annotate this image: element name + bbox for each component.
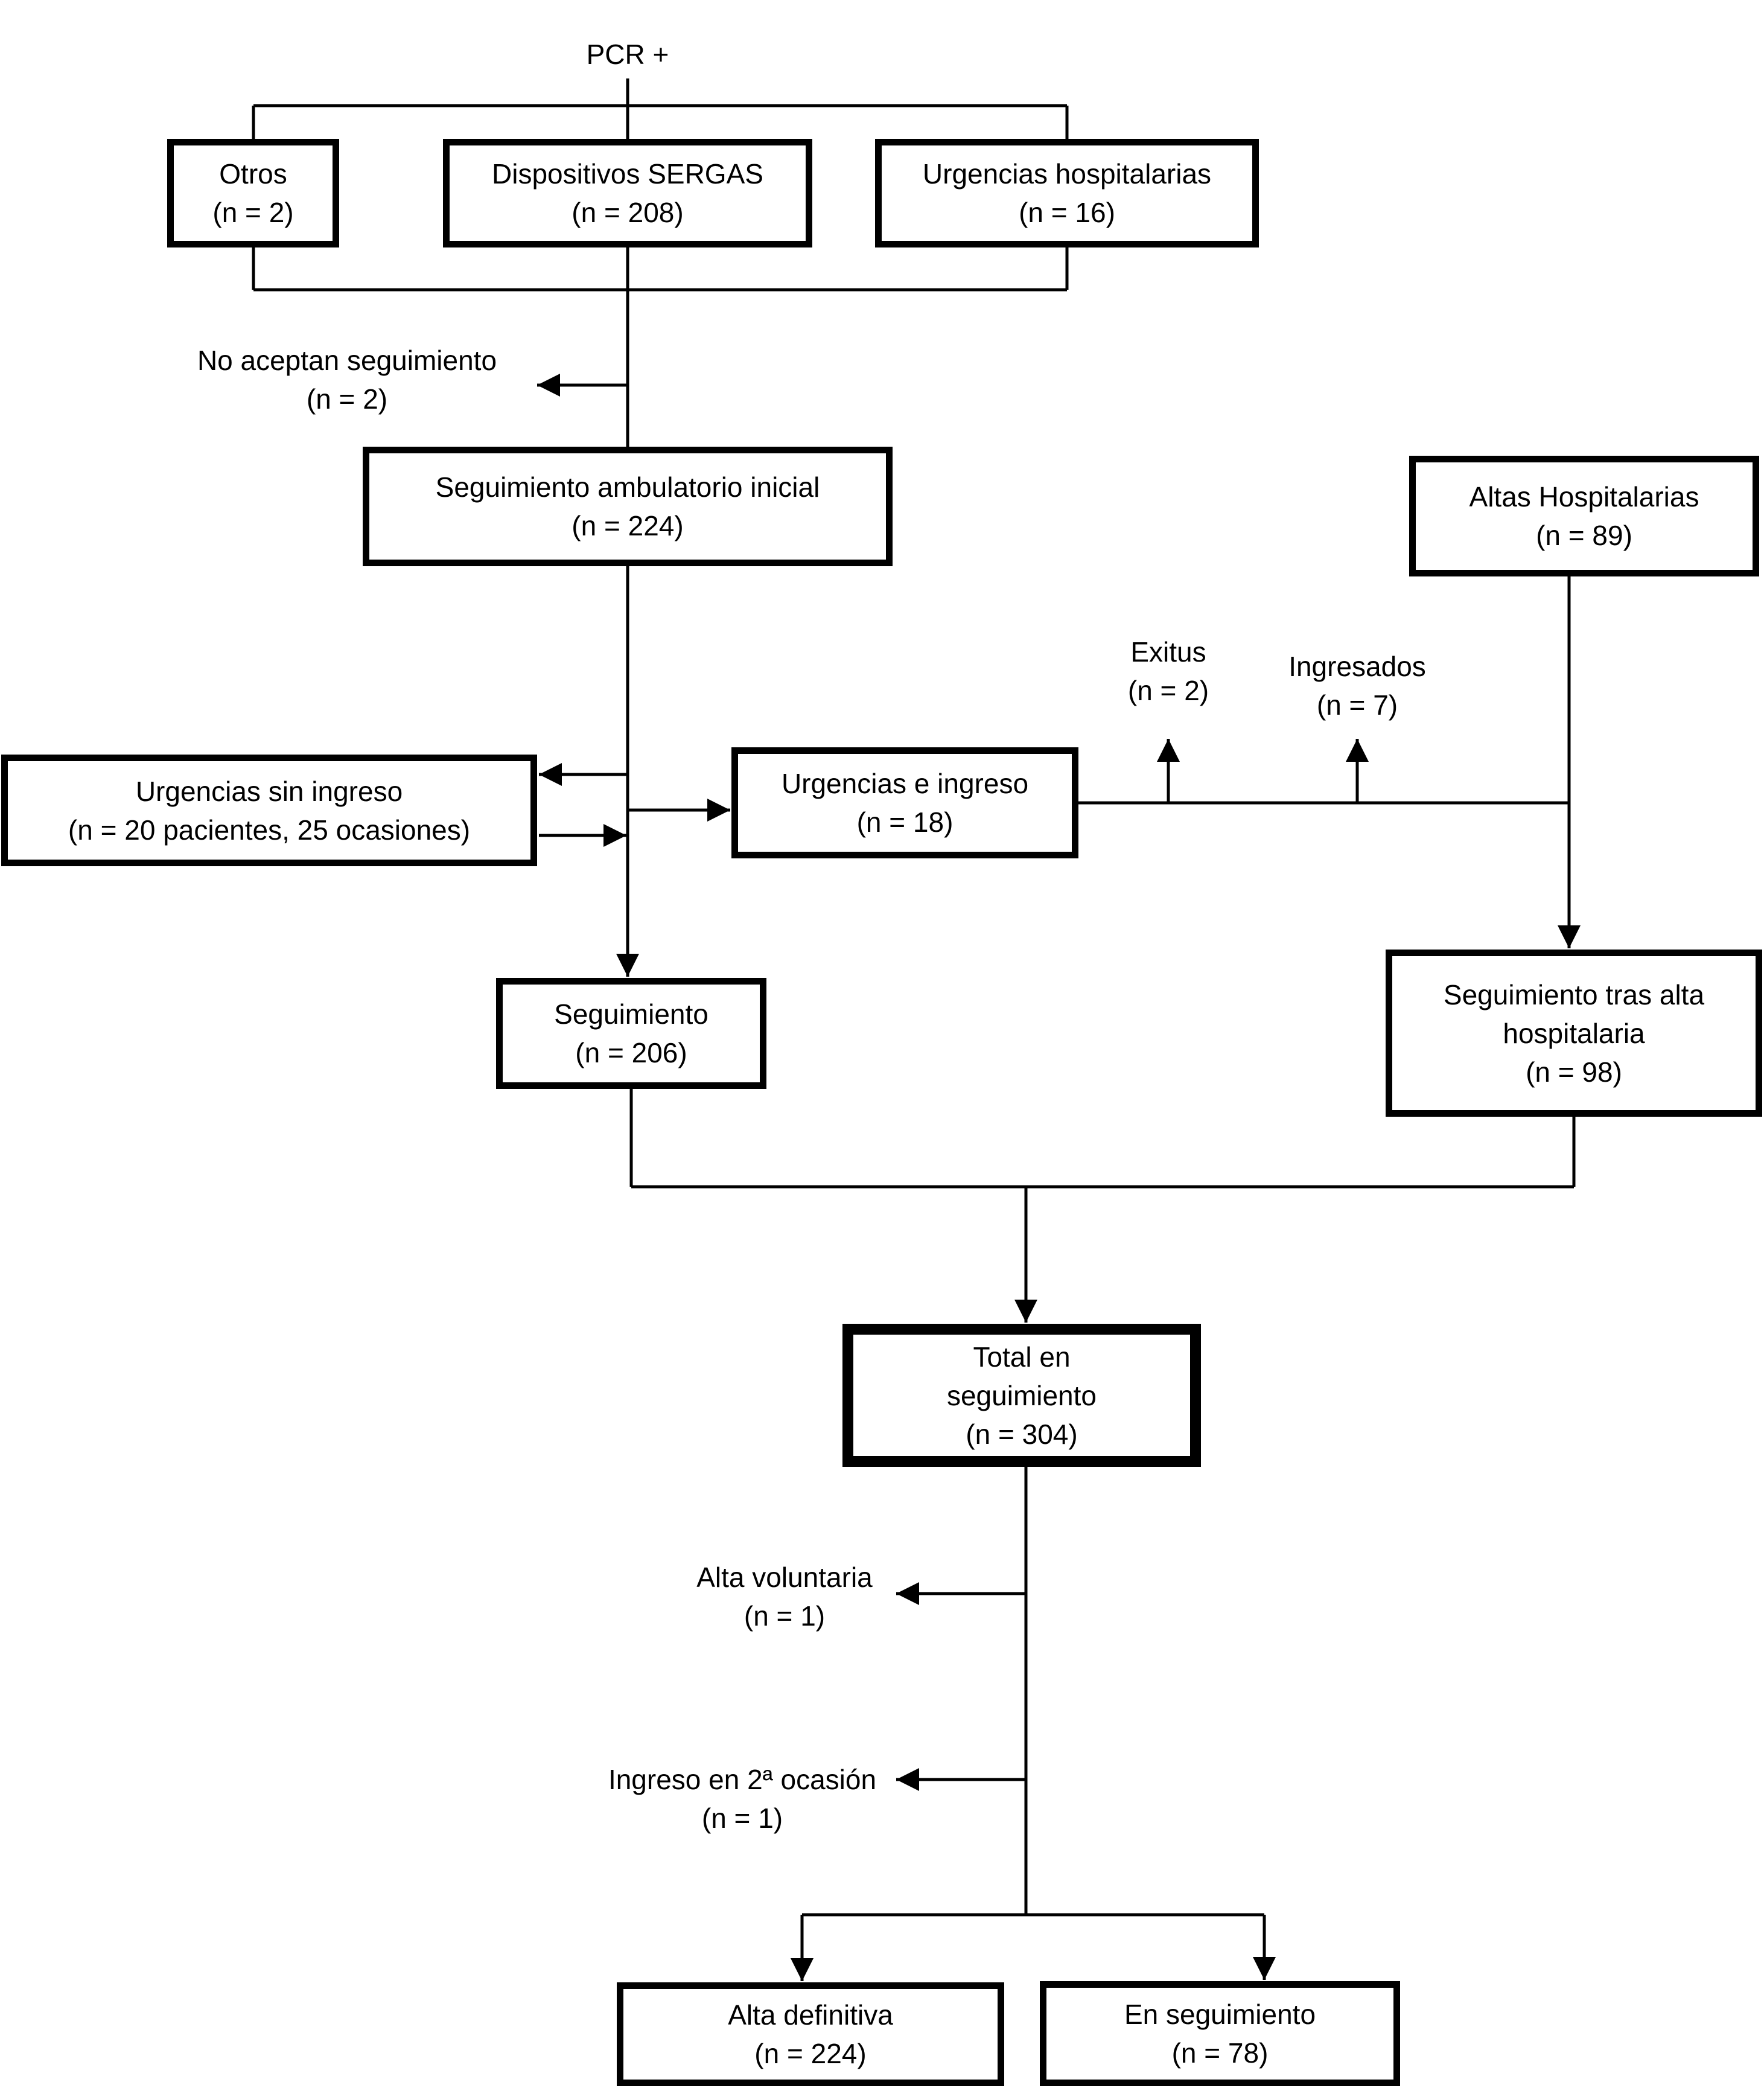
label-count: (n = 7) bbox=[1316, 689, 1398, 721]
node-total-en-seguimiento: Total en seguimiento (n = 304) bbox=[842, 1324, 1201, 1467]
node-count: (n = 98) bbox=[1526, 1056, 1622, 1088]
node-urgencias-sin-ingreso: Urgencias sin ingreso (n = 20 pacientes,… bbox=[1, 755, 537, 866]
node-alta-definitiva: Alta definitiva (n = 224) bbox=[617, 1982, 1004, 2086]
label-count: (n = 2) bbox=[1127, 675, 1209, 706]
node-count: (n = 18) bbox=[856, 806, 954, 838]
label-alta-voluntaria: Alta voluntaria (n = 1) bbox=[670, 1558, 899, 1635]
node-urgencias-hospitalarias: Urgencias hospitalarias (n = 16) bbox=[875, 139, 1259, 247]
node-label: Otros bbox=[219, 158, 287, 190]
node-label: Dispositivos SERGAS bbox=[492, 158, 763, 190]
node-count: (n = 78) bbox=[1171, 2037, 1269, 2069]
node-count: (n = 89) bbox=[1536, 520, 1632, 551]
node-en-seguimiento: En seguimiento (n = 78) bbox=[1040, 1981, 1400, 2086]
label-pcr: PCR + bbox=[537, 35, 718, 74]
node-otros: Otros (n = 2) bbox=[167, 139, 339, 247]
node-seguimiento-tras-alta: Seguimiento tras alta hospitalaria (n = … bbox=[1386, 950, 1762, 1117]
node-label: Urgencias e ingreso bbox=[781, 768, 1029, 799]
label-text: No aceptan seguimiento bbox=[197, 345, 497, 376]
label-pcr-text: PCR + bbox=[586, 39, 669, 70]
label-count: (n = 1) bbox=[701, 1802, 783, 1834]
node-label: Urgencias sin ingreso bbox=[135, 775, 403, 807]
node-label: En seguimiento bbox=[1124, 1999, 1316, 2030]
node-seguimiento: Seguimiento (n = 206) bbox=[496, 978, 766, 1089]
node-label: Seguimiento ambulatorio inicial bbox=[435, 471, 820, 503]
node-label: Seguimiento tras alta hospitalaria bbox=[1443, 978, 1705, 1049]
node-count: (n = 16) bbox=[1019, 197, 1115, 228]
node-seguimiento-ambulatorio-inicial: Seguimiento ambulatorio inicial (n = 224… bbox=[363, 447, 893, 566]
node-label: Seguimiento bbox=[554, 998, 708, 1030]
label-text: Alta voluntaria bbox=[696, 1562, 873, 1593]
label-exitus: Exitus (n = 2) bbox=[1090, 633, 1247, 710]
node-altas-hospitalarias: Altas Hospitalarias (n = 89) bbox=[1409, 456, 1759, 576]
label-ingresados: Ingresados (n = 7) bbox=[1261, 647, 1454, 724]
plain-connector-lines bbox=[252, 78, 1576, 1917]
label-count: (n = 2) bbox=[306, 383, 388, 415]
node-label: Total en seguimiento bbox=[946, 1341, 1097, 1411]
node-count: (n = 206) bbox=[575, 1037, 687, 1068]
label-ingreso-2a-ocasion: Ingreso en 2ª ocasión (n = 1) bbox=[591, 1760, 893, 1837]
label-text: Ingreso en 2ª ocasión bbox=[608, 1764, 877, 1795]
node-count: (n = 224) bbox=[754, 2038, 867, 2069]
node-count: (n = 208) bbox=[572, 197, 684, 228]
node-label: Altas Hospitalarias bbox=[1469, 481, 1699, 512]
label-text: Exitus bbox=[1130, 636, 1206, 668]
node-label: Urgencias hospitalarias bbox=[922, 158, 1212, 190]
node-count: (n = 20 pacientes, 25 ocasiones) bbox=[68, 814, 471, 846]
node-count: (n = 2) bbox=[212, 197, 294, 228]
node-urgencias-e-ingreso: Urgencias e ingreso (n = 18) bbox=[731, 747, 1078, 858]
arrow-connector-lines bbox=[537, 374, 1581, 1981]
node-label: Alta definitiva bbox=[728, 1999, 893, 2031]
node-count: (n = 224) bbox=[572, 510, 684, 541]
label-count: (n = 1) bbox=[743, 1600, 826, 1632]
node-count: (n = 304) bbox=[966, 1418, 1078, 1450]
node-dispositivos-sergas: Dispositivos SERGAS (n = 208) bbox=[443, 139, 812, 247]
label-no-aceptan-seguimiento: No aceptan seguimiento (n = 2) bbox=[181, 341, 513, 418]
label-text: Ingresados bbox=[1288, 651, 1426, 682]
